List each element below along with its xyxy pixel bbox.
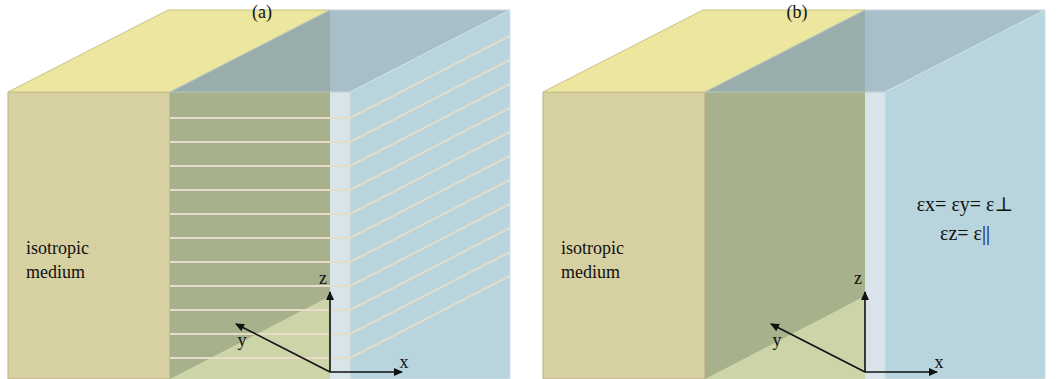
layer-line <box>170 204 510 286</box>
panel-layered <box>8 10 510 379</box>
layer-line <box>170 252 510 334</box>
panel-effective-medium <box>543 10 1045 379</box>
axis-label: x <box>935 352 944 373</box>
axis-label: z <box>854 268 862 289</box>
layer-line <box>170 132 510 214</box>
layer-line <box>170 36 510 118</box>
axis-label: x <box>400 352 409 373</box>
permittivity-block: εx= εy= ε⊥εz= ε|| <box>917 190 1014 248</box>
axis-label: z <box>319 268 327 289</box>
medium-label: isotropic medium <box>26 236 122 285</box>
medium-label: isotropic medium <box>561 236 657 285</box>
axis-label: y <box>773 330 782 351</box>
panel-label: (b) <box>787 2 808 23</box>
medium-face: isotropic medium <box>561 236 657 285</box>
permittivity-label: εz= ε|| <box>917 219 1014 248</box>
layer-line <box>170 228 510 310</box>
layer-line <box>170 180 510 262</box>
axis-label: y <box>238 330 247 351</box>
layer-line <box>170 84 510 166</box>
layer-line <box>170 276 510 358</box>
panel-label: (a) <box>252 2 272 23</box>
layer-line <box>170 108 510 190</box>
medium-face: isotropic medium <box>26 236 122 285</box>
layer-line <box>170 156 510 238</box>
permittivity-label: εx= εy= ε⊥ <box>917 190 1014 219</box>
layer-line <box>170 60 510 142</box>
